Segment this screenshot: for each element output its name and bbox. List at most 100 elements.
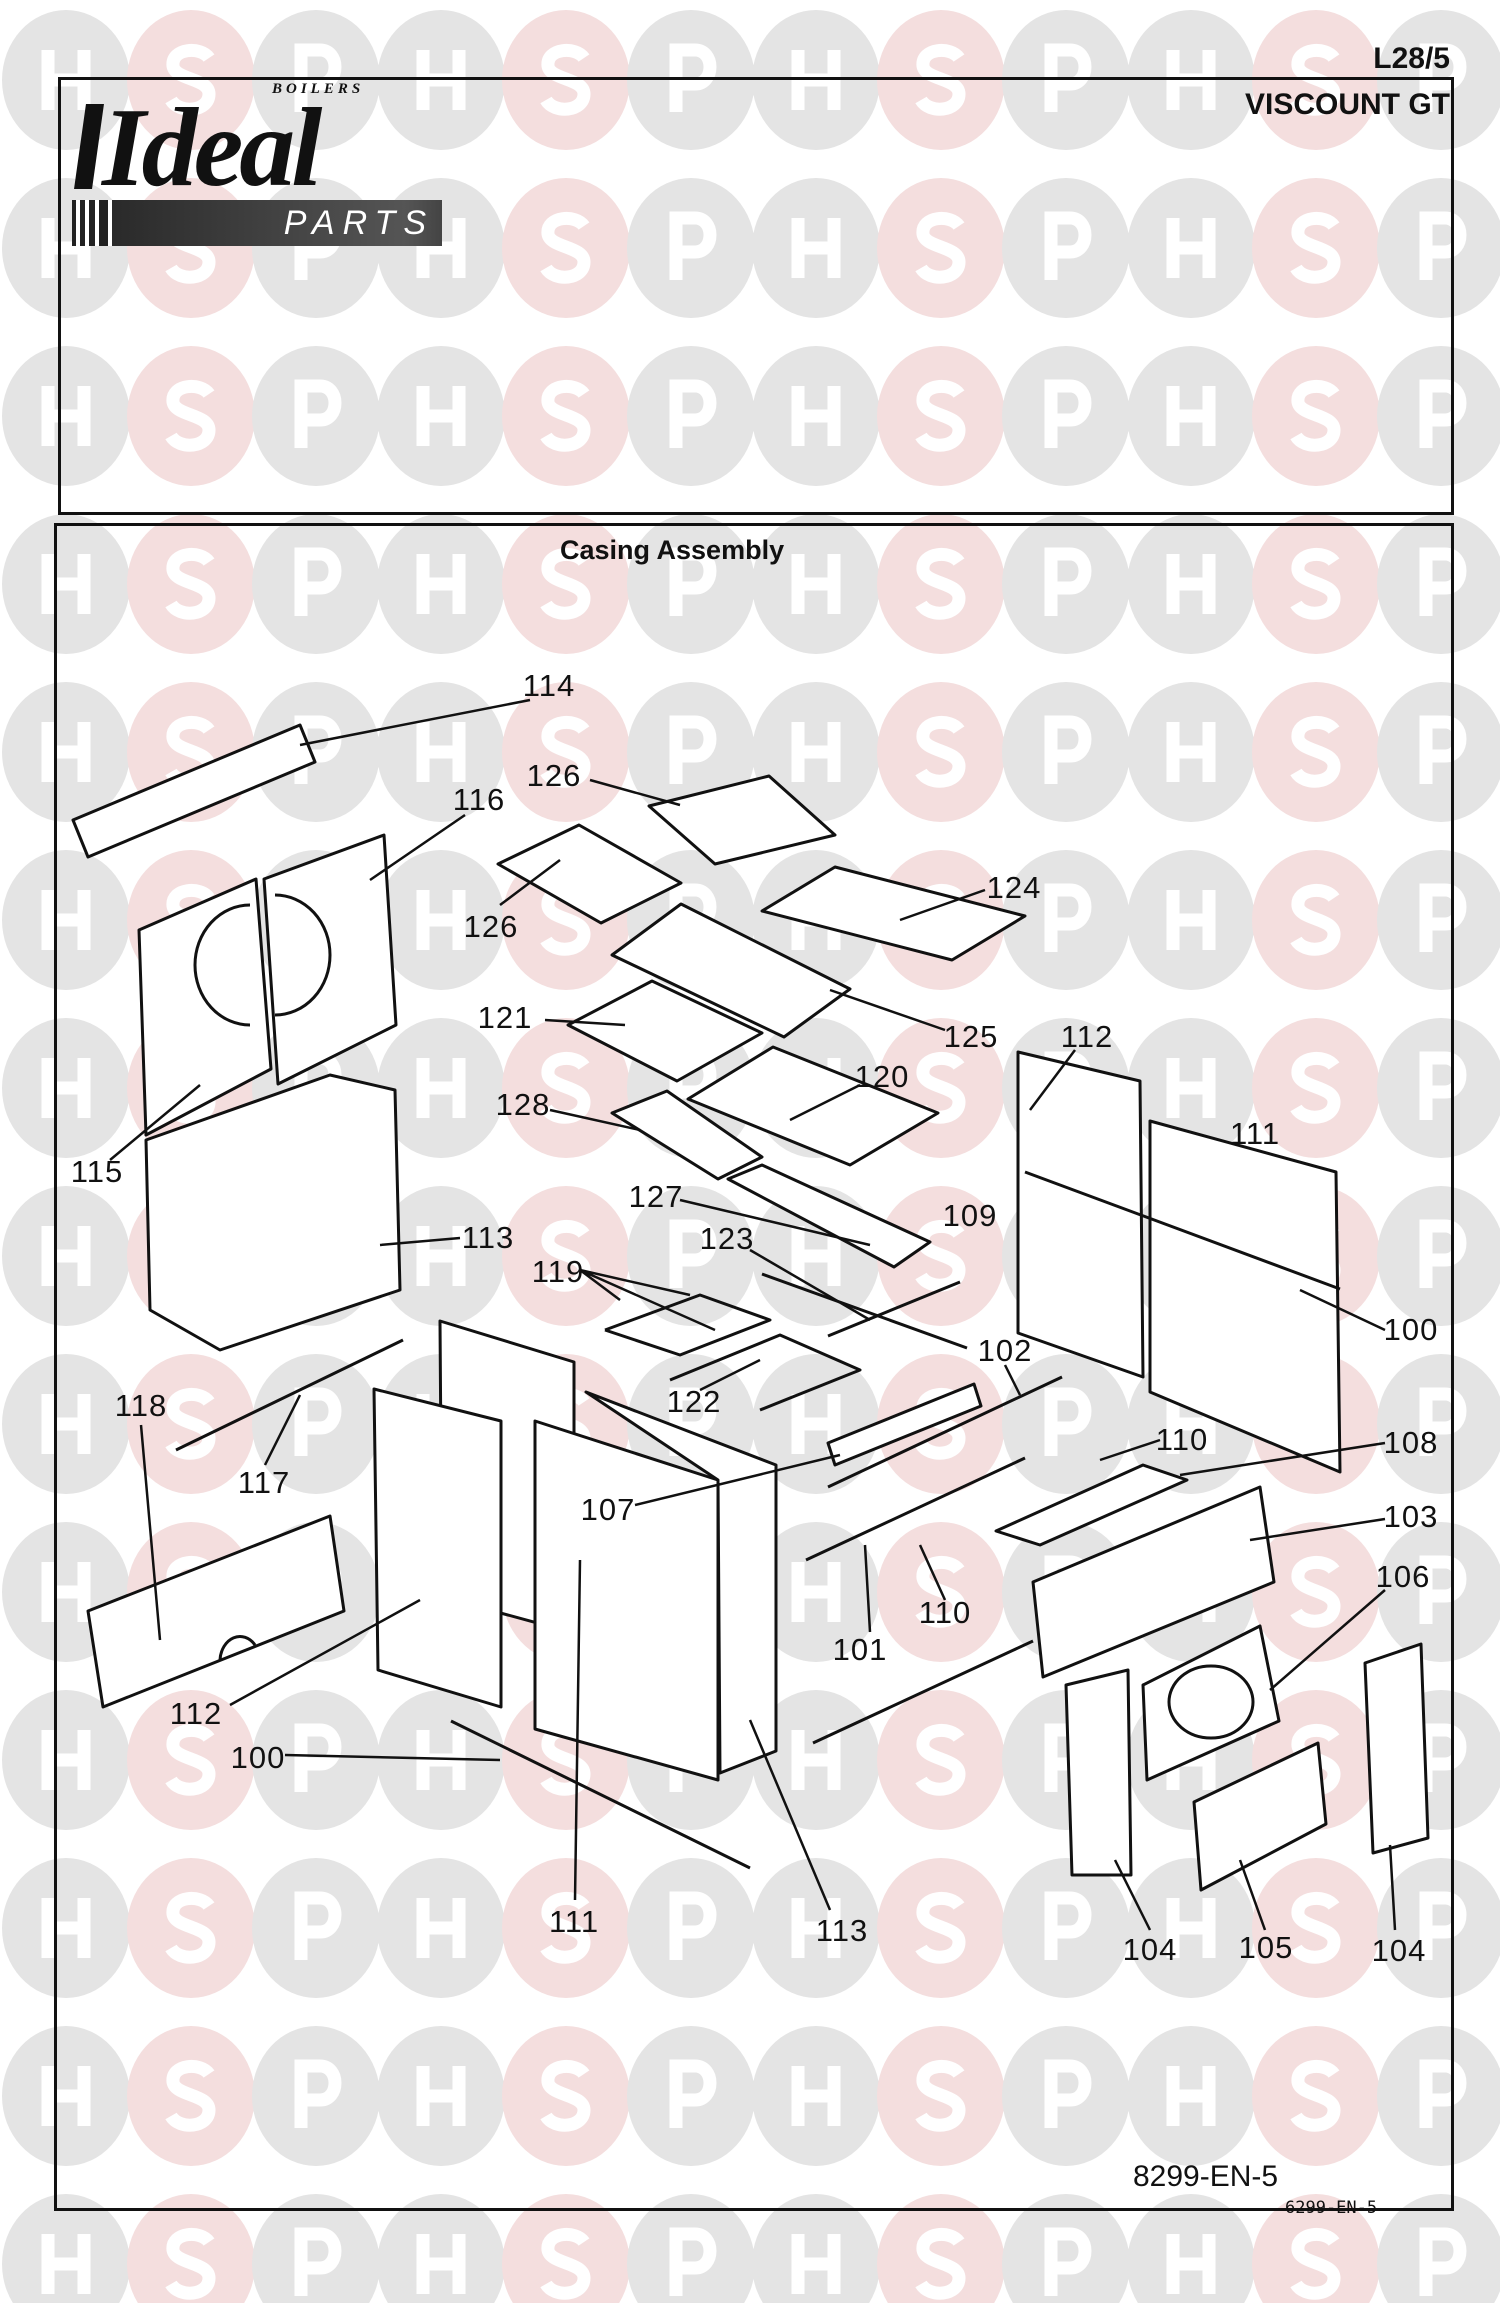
watermark-p-logo-shape (252, 1354, 380, 1494)
part-117-rod (175, 1338, 404, 1452)
part-105-panel (1192, 1741, 1328, 1892)
watermark-p-logo-shape (1377, 1018, 1500, 1158)
watermark-p-logo-shape (1377, 10, 1500, 150)
watermark-s-logo-shape (1252, 1522, 1380, 1662)
callout-109: 109 (942, 1198, 998, 1233)
watermark-h-logo-shape (2, 1858, 130, 1998)
callout-104: 104 (1122, 1932, 1178, 1967)
diagram-title: Casing Assembly (560, 535, 785, 565)
ideal-parts-logo: Ideal BOILERS PARTS (72, 80, 442, 250)
watermark-h-logo-shape (377, 346, 505, 486)
callout-124: 124 (986, 870, 1042, 905)
watermark-s-logo-shape (877, 1186, 1005, 1326)
part-121-grille (566, 979, 764, 1083)
watermark-s-logo-shape (1252, 514, 1380, 654)
watermark-s-logo-shape (1252, 178, 1380, 318)
watermark-h-logo-shape (752, 2194, 880, 2303)
watermark-s-logo-shape (877, 178, 1005, 318)
part-119-bracket (604, 1293, 772, 1357)
watermark-s-logo-shape (1252, 10, 1380, 150)
watermark-s-logo-shape (502, 2026, 630, 2166)
watermark-p-logo-shape (1002, 514, 1130, 654)
callout-126: 126 (526, 758, 582, 793)
part-100-right-rod (1024, 1170, 1341, 1291)
watermark-s-logo-shape (877, 514, 1005, 654)
part-126-panel (647, 774, 837, 866)
drawing-number: 8299-EN-5 (1133, 2160, 1279, 2193)
part-128-trim (610, 1089, 764, 1181)
watermark-s-logo-shape (502, 10, 630, 150)
watermark-p-logo-shape (1377, 1354, 1500, 1494)
callout-121: 121 (477, 1000, 533, 1035)
part-120-grille (686, 1045, 940, 1167)
watermark-p-logo-shape (252, 346, 380, 486)
watermark-p-logo-shape (1377, 1858, 1500, 1998)
callout-111: 111 (1229, 1116, 1281, 1151)
part-100-rod (450, 1719, 751, 1870)
watermark-h-logo-shape (1127, 682, 1255, 822)
watermark-s-logo-shape (127, 1858, 255, 1998)
callout-113: 113 (815, 1913, 869, 1948)
callout-104: 104 (1371, 1933, 1427, 1968)
watermark-h-logo-shape (2, 1018, 130, 1158)
watermark-h-logo-shape (2, 850, 130, 990)
watermark-s-logo-shape (502, 178, 630, 318)
watermark-p-logo-shape (252, 10, 380, 150)
callout-111: 111 (548, 1904, 600, 1939)
part-112-right-frame (1016, 1050, 1145, 1379)
watermark-p-logo-shape (1002, 1858, 1130, 1998)
watermark-s-logo-shape (1252, 346, 1380, 486)
watermark-h-logo-shape (1127, 178, 1255, 318)
watermark-h-logo-shape (752, 1690, 880, 1830)
watermark-s-logo-shape (877, 2026, 1005, 2166)
back-panel-cutout (193, 903, 251, 1027)
callout-115: 115 (70, 1154, 124, 1189)
watermark-s-logo-shape (502, 1018, 630, 1158)
watermark-h-logo-shape (377, 2026, 505, 2166)
part-101-rod (805, 1456, 1026, 1562)
watermark-h-logo-shape (377, 1186, 505, 1326)
watermark-h-logo-shape (2, 514, 130, 654)
watermark-p-logo-shape (1377, 514, 1500, 654)
part-113-side-panel (584, 1390, 778, 1775)
callout-110: 110 (918, 1595, 972, 1630)
watermark-h-logo-shape (1127, 1858, 1255, 1998)
watermark-h-logo-shape (1127, 2194, 1255, 2303)
callout-128: 128 (495, 1087, 551, 1122)
watermark-h-logo-shape (752, 2026, 880, 2166)
part-101-rod (812, 1639, 1034, 1745)
watermark-h-logo-shape (377, 1858, 505, 1998)
watermark-h-logo-shape (752, 1858, 880, 1998)
watermark-h-logo-shape (2, 2026, 130, 2166)
part-104-left-strip (1064, 1668, 1133, 1877)
back-panel-cutout (274, 893, 332, 1017)
watermark-s-logo-shape (502, 1858, 630, 1998)
watermark-h-logo-shape (752, 682, 880, 822)
part-127-trim (726, 1163, 932, 1269)
watermark-h-logo-shape (377, 1018, 505, 1158)
watermark-h-logo-shape (752, 10, 880, 150)
watermark-h-logo-shape (2, 1186, 130, 1326)
watermark-p-logo-shape (1377, 682, 1500, 822)
watermark-s-logo-shape (502, 514, 630, 654)
callout-127: 127 (628, 1179, 684, 1214)
watermark-p-logo-shape (1377, 1186, 1500, 1326)
part-115-back-panel (137, 877, 273, 1137)
drawing-number-small: 6299-EN-5 (1285, 2198, 1378, 2218)
callout-108: 108 (1383, 1425, 1439, 1460)
part-108-bracket (994, 1463, 1189, 1547)
watermark-s-logo-shape (502, 682, 630, 822)
watermark-p-logo-shape (252, 1690, 380, 1830)
watermark-h-logo-shape (377, 10, 505, 150)
watermark-p-logo-shape (1002, 2026, 1130, 2166)
watermark-h-logo-shape (1127, 2026, 1255, 2166)
watermark-p-logo-shape (627, 2026, 755, 2166)
model-name: VISCOUNT GT (1244, 88, 1450, 121)
part-118-notch (218, 1635, 257, 1661)
callout-103: 103 (1383, 1499, 1439, 1534)
part-114-top-panel (71, 723, 317, 859)
logo-brand: Ideal (102, 86, 322, 210)
watermark-s-logo-shape (1252, 2194, 1380, 2303)
watermark-s-logo-shape (127, 1354, 255, 1494)
